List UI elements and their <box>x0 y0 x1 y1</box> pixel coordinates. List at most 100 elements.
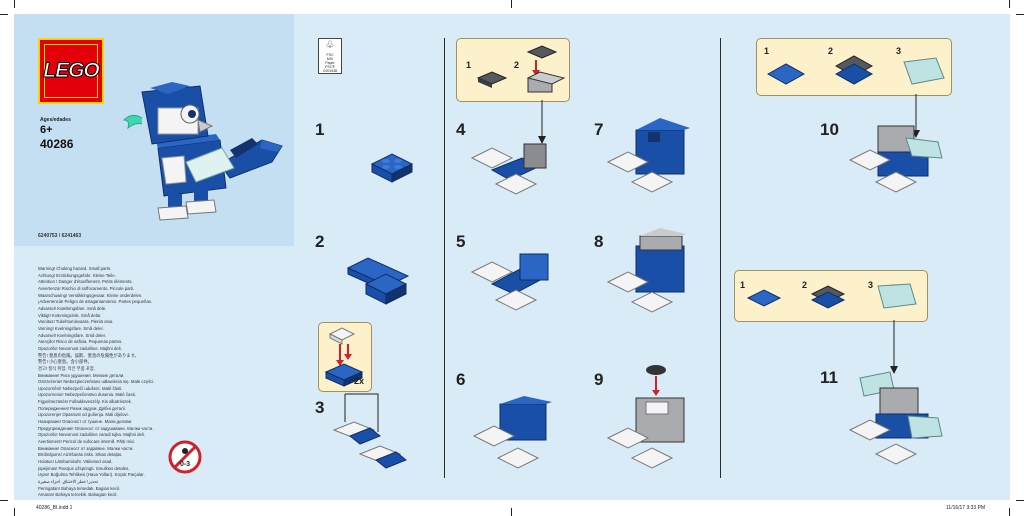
lego-logo: LEGO <box>38 38 104 104</box>
warning-line: تحذير! خطر الاختناق. أجزاء صغيرة <box>38 479 99 484</box>
step-number: 3 <box>315 398 325 417</box>
age-warning-icon: 0-3 <box>168 440 202 474</box>
sub-step-number: 1 <box>466 60 472 70</box>
warning-line: Внимание! Опасност от задавяне. Малки ча… <box>38 445 134 451</box>
warning-line: Warning! Choking hazard. Small parts. <box>38 266 112 271</box>
warning-line: Ostrzeżenie! Niebezpieczeństwo udławieni… <box>38 379 155 385</box>
warning-line: Avvertenza! Rischio di soffocamento. Pic… <box>38 285 135 291</box>
safety-warnings: Warning! Choking hazard. Small parts.Ach… <box>38 266 218 499</box>
sub-step-number: 2 <box>802 280 808 290</box>
warning-line: Figyelmeztetés! Fulladásveszély. Kis alk… <box>38 399 133 405</box>
warning-line: Upozorenje! Opasnost od gušenja. Mali di… <box>38 412 129 418</box>
warning-line: Advarsel! Kvælningsfare. Små dele. <box>38 305 107 311</box>
warning-line: Waarschuwing! Verstikkingsgevaar. Kleine… <box>38 292 143 298</box>
warning-line: Внимание! Риск удушения. Мелкие детали. <box>38 372 125 378</box>
sub-step-number: 3 <box>868 280 874 290</box>
step-number: 7 <box>594 120 604 139</box>
warning-line: Peringatan! Bahaya tersedak. Bagian keci… <box>38 485 121 491</box>
set-number: 40286 <box>40 137 74 151</box>
column-divider <box>444 38 445 478</box>
step-1-brick <box>370 153 414 183</box>
step-8-assembly <box>606 228 686 313</box>
warning-line: Achtung! Erstickungsgefahr. Kleine Teile… <box>38 272 116 278</box>
warning-line: Предупреждение! Опасност от задушаване. … <box>38 425 154 431</box>
sub-step-number: 2 <box>828 46 834 56</box>
warning-line: Попередження! Ризик задухи. Дрібні детал… <box>38 405 126 411</box>
step-2-assembly <box>346 257 410 305</box>
warning-line: Varoitus! Tukehtumisvaara. Pieniä osia. <box>38 319 114 325</box>
warning-line: Avertisment! Pericol de sufocare internă… <box>38 439 136 445</box>
crop-mark <box>1016 14 1024 15</box>
warning-line: 경고! 질식 위험. 작은 부품 포함. <box>38 365 95 371</box>
crop-mark <box>0 500 8 501</box>
warning-line: Upozornění! Nebezpečí udušení. Malé část… <box>38 385 123 391</box>
crop-mark <box>14 508 15 516</box>
print-slug-right: 11/16/17 3:33 PM <box>946 505 986 511</box>
warning-line: Opozorilo! Nevarnost zadušitve. Majhni d… <box>38 345 122 351</box>
warning-line: Viktigt! Kvävningsrisk. Små delar. <box>38 312 102 318</box>
step-10-assembly <box>848 125 943 193</box>
step-number: 9 <box>594 370 604 389</box>
warning-line: Brīdinājums! Aizrīšanās risks. Sīkas det… <box>38 452 123 458</box>
step-4-callout-art <box>476 45 566 93</box>
logo-text: LEGO <box>43 59 100 83</box>
barcode-numbers: 6240753 / 6241463 <box>38 233 82 239</box>
step-number: 2 <box>315 232 325 251</box>
warning-line: Upozornenie! Nebezpečenstvo dusenia. Mal… <box>38 392 136 398</box>
step-number: 1 <box>315 120 325 139</box>
step-3-feet <box>332 393 407 469</box>
warning-line: Amaran! Bahaya tercekik. Bahagian kecil. <box>38 492 118 498</box>
warning-line: 警告! 窒息の危険。誤飲、窒息の危険性があります。 <box>38 352 139 358</box>
fsc-line: MIX <box>326 57 334 61</box>
warning-line: Hoiatus! Lämbumisoht. Väikesed osad. <box>38 459 113 465</box>
age-warning-label: 0-3 <box>180 461 190 468</box>
step-10-callout-art <box>766 55 945 85</box>
multiplier-label: 2x <box>354 376 365 386</box>
crop-mark <box>0 14 8 15</box>
warning-line: Įspėjimas! Pavojus užspringti. Smulkios … <box>38 465 130 471</box>
tree-icon: ♧ <box>325 40 335 51</box>
step-3-callout-art <box>324 327 364 387</box>
warning-line: Uyarı! Boğulma Tehlikesi (Hava Yolları).… <box>38 472 145 478</box>
warning-line: Attention ! Danger d'étouffement. Petits… <box>38 279 133 285</box>
step-number: 11 <box>820 368 838 387</box>
age-range: 6+ <box>40 124 53 136</box>
warning-line: Atenção! Risco de asfixia. Pequenas part… <box>38 339 123 345</box>
finished-model-image <box>122 82 283 221</box>
callout-pointer-arrow <box>890 320 898 374</box>
sub-step-number: 1 <box>740 280 746 290</box>
sub-step-number: 2 <box>514 60 520 70</box>
crop-mark <box>14 0 15 8</box>
warning-line: Назирание! Опасност от гушене. Мали дело… <box>38 419 133 425</box>
step-number: 6 <box>456 370 466 389</box>
step-number: 4 <box>456 120 466 139</box>
warning-line: ¡Advertencia! Peligro de atragantamiento… <box>38 299 153 305</box>
step-number: 5 <box>456 232 466 251</box>
step-5-assembly <box>470 253 549 311</box>
column-divider <box>720 38 721 478</box>
age-label: Ages/edades <box>40 117 71 123</box>
fsc-logo: ♧ FSC MIX Paper FSC® C001938 <box>318 38 342 74</box>
step-6-assembly <box>472 396 552 469</box>
step-9-assembly <box>606 365 685 469</box>
step-11-callout-art <box>746 283 917 309</box>
callout-pointer-arrow <box>538 100 546 144</box>
step-4-assembly <box>470 143 547 195</box>
crop-mark <box>1016 500 1024 501</box>
warning-line: Opozorilo! Nevarnost zadušitve zaradi tu… <box>38 432 145 438</box>
step-11-assembly <box>848 371 943 465</box>
fsc-line: FSC <box>326 53 334 57</box>
warning-line: Advarsel! Kvelningsfare. Små deler. <box>38 332 107 338</box>
step-7-assembly <box>606 118 690 193</box>
step-number: 10 <box>820 120 839 139</box>
crop-mark <box>511 0 512 8</box>
step-number: 8 <box>594 232 604 251</box>
print-slug-left: 40286_BI.indd 1 <box>36 505 73 511</box>
sub-step-number: 1 <box>764 46 770 56</box>
warning-line: Varning! Kvelningsfare. Små deler. <box>38 325 104 331</box>
crop-mark <box>1009 508 1010 516</box>
sub-step-number: 3 <box>896 46 902 56</box>
fsc-line: Paper <box>325 61 335 65</box>
fsc-line: FSC® C001938 <box>322 65 338 73</box>
warning-line: 警告! 小心窒息。含小部件。 <box>38 359 92 365</box>
